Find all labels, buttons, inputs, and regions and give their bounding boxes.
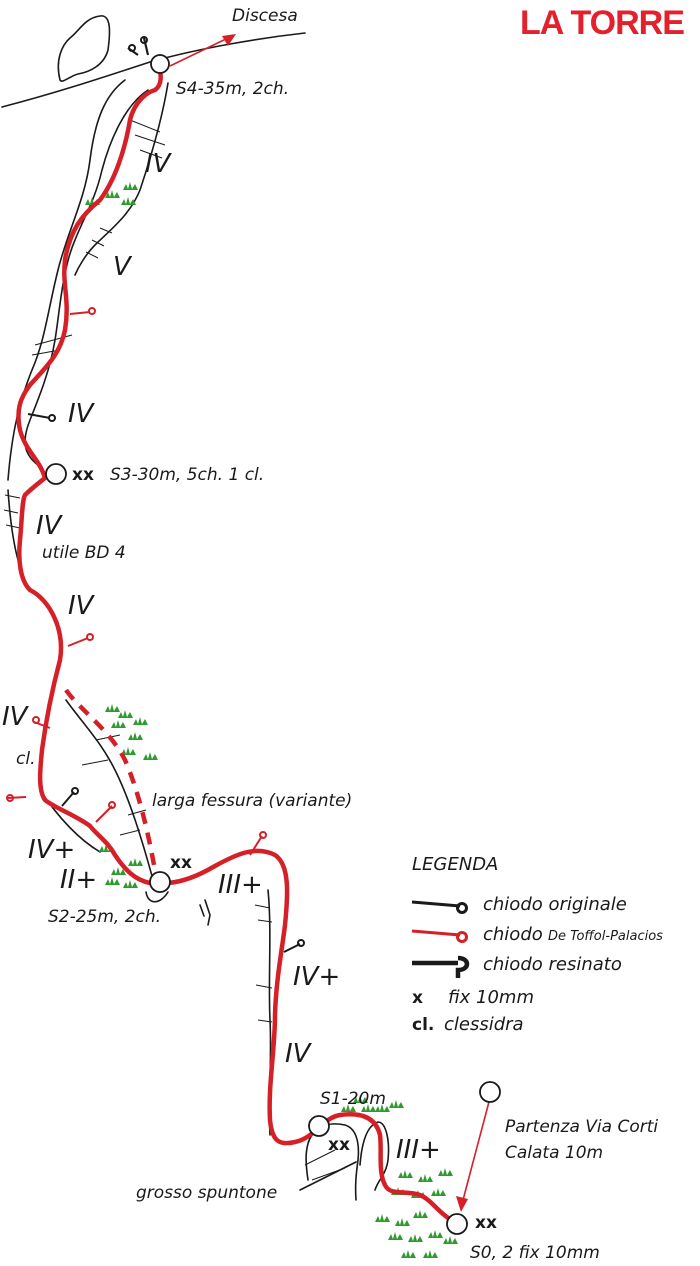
note-spuntone: grosso spuntone xyxy=(136,1183,277,1203)
grass-tuft-icon xyxy=(428,1230,443,1238)
grass-tuft-icon xyxy=(361,1104,376,1112)
grass-tuft-icon xyxy=(413,1210,428,1218)
legend: LEGENDA chiodo originale chiodo De Toffo… xyxy=(411,854,663,1035)
grass-tuft-icon xyxy=(431,1188,446,1196)
note-clessidra: cl. xyxy=(16,749,35,769)
pegs xyxy=(6,36,305,953)
legend-peg-resin-icon xyxy=(412,955,470,978)
grass-tuft-icon xyxy=(123,182,138,190)
peg-resin-icon xyxy=(127,44,139,56)
station-s3-marker xyxy=(45,463,67,485)
station-s3-fix: xx xyxy=(72,465,94,485)
grass-tuft-icon xyxy=(388,1232,403,1240)
grass-tuft-icon xyxy=(398,1170,413,1178)
route-line xyxy=(16,34,491,1225)
legend-new-peg-label: chiodo xyxy=(483,924,543,945)
start-via-corti-marker xyxy=(479,1081,501,1103)
legend-fix-label: fix 10mm xyxy=(448,987,534,1008)
station-s2-fix: xx xyxy=(170,853,192,873)
grade-pitch2-iv: IV xyxy=(285,1039,313,1069)
peg-resin-icon xyxy=(140,36,150,56)
legend-peg-new-icon xyxy=(411,929,468,943)
grade-pitch3-iiplus: II+ xyxy=(60,865,97,895)
grade-pitch1-iiiplus: III+ xyxy=(396,1135,441,1165)
grade-pitch4-lower: IV xyxy=(68,399,96,429)
note-variant: larga fessura (variante) xyxy=(152,791,352,811)
station-s2-marker xyxy=(149,871,171,893)
grass-tuft-icon xyxy=(418,1174,433,1182)
grade-pitch4-v: V xyxy=(113,252,133,282)
peg-new-icon xyxy=(6,794,27,802)
peg-new-icon xyxy=(249,831,267,856)
station-s0-fix: xx xyxy=(475,1213,497,1233)
grass-tuft-icon xyxy=(128,732,143,740)
legend-cl-symbol: cl. xyxy=(412,1015,434,1035)
legend-peg-original-icon xyxy=(411,900,468,914)
grass-tuft-icon xyxy=(143,752,158,760)
grade-pitch2-ivplus: IV+ xyxy=(293,962,340,992)
grass-tuft-icon xyxy=(111,867,126,875)
grass-tuft-icon xyxy=(341,1104,356,1112)
grass-tuft-icon xyxy=(121,747,136,755)
note-start-line1: Partenza Via Corti xyxy=(505,1117,658,1137)
grass-tuft-icon xyxy=(353,1095,368,1103)
grass-tuft-icon xyxy=(105,704,120,712)
note-bd4: utile BD 4 xyxy=(42,543,126,563)
grade-pitch3-upper: IV xyxy=(36,511,64,541)
grade-pitch3-left: IV xyxy=(2,702,30,732)
grade-pitch3-mid: IV xyxy=(68,591,96,621)
note-start-line2: Calata 10m xyxy=(505,1143,603,1163)
topo-title: LA TORRE xyxy=(520,4,684,42)
legend-original-peg-label: chiodo originale xyxy=(483,894,627,915)
grass-tuft-icon xyxy=(401,1250,416,1258)
peg-new-icon xyxy=(32,716,51,729)
legend-fix-symbol: x xyxy=(412,988,423,1008)
grade-pitch3-ivplus: IV+ xyxy=(28,835,75,865)
grass-tuft-icon xyxy=(121,197,136,205)
legend-cl-label: clessidra xyxy=(444,1014,524,1035)
station-s1-label: S1-20m xyxy=(320,1089,386,1109)
descent-label: Discesa xyxy=(232,6,298,26)
station-s1-marker xyxy=(308,1115,330,1137)
legend-resin-peg-label: chiodo resinato xyxy=(483,954,622,975)
station-s2-label: S2-25m, 2ch. xyxy=(48,907,161,927)
grass-tuft-icon xyxy=(389,1100,404,1108)
rock-outline xyxy=(1,15,390,1201)
station-s1-fix: xx xyxy=(328,1135,350,1155)
grass-tufts xyxy=(85,182,458,1258)
grade-pitch4-upper: IV xyxy=(145,149,173,179)
grass-tuft-icon xyxy=(128,858,143,866)
grass-tuft-icon xyxy=(443,1236,458,1244)
peg-new-icon xyxy=(95,801,116,823)
station-s0-marker xyxy=(446,1213,468,1235)
grass-tuft-icon xyxy=(123,880,138,888)
grass-tuft-icon xyxy=(375,1104,390,1112)
grass-tuft-icon xyxy=(105,190,120,198)
grass-tuft-icon xyxy=(408,1234,423,1242)
peg-new-icon xyxy=(69,307,96,315)
grass-tuft-icon xyxy=(375,1214,390,1222)
peg-original-icon xyxy=(283,939,305,953)
peg-original-icon xyxy=(61,787,79,807)
peg-original-icon xyxy=(27,413,56,422)
grass-tuft-icon xyxy=(438,1168,453,1176)
grass-tuft-icon xyxy=(133,717,148,725)
grass-tuft-icon xyxy=(111,720,126,728)
station-s4-marker xyxy=(150,54,170,74)
legend-heading: LEGENDA xyxy=(412,854,498,875)
legend-new-peg-authors: De Toffol-Palacios xyxy=(548,929,663,944)
station-s3-label: S3-30m, 5ch. 1 cl. xyxy=(110,465,264,485)
grass-tuft-icon xyxy=(105,877,120,885)
station-s0-label: S0, 2 fix 10mm xyxy=(470,1243,600,1263)
grade-pitch2-iiiplus: III+ xyxy=(218,870,263,900)
grass-tuft-icon xyxy=(395,1218,410,1226)
station-s4-label: S4-35m, 2ch. xyxy=(176,79,289,99)
grass-tuft-icon xyxy=(423,1250,438,1258)
grass-tuft-icon xyxy=(118,710,133,718)
peg-new-icon xyxy=(67,633,94,647)
